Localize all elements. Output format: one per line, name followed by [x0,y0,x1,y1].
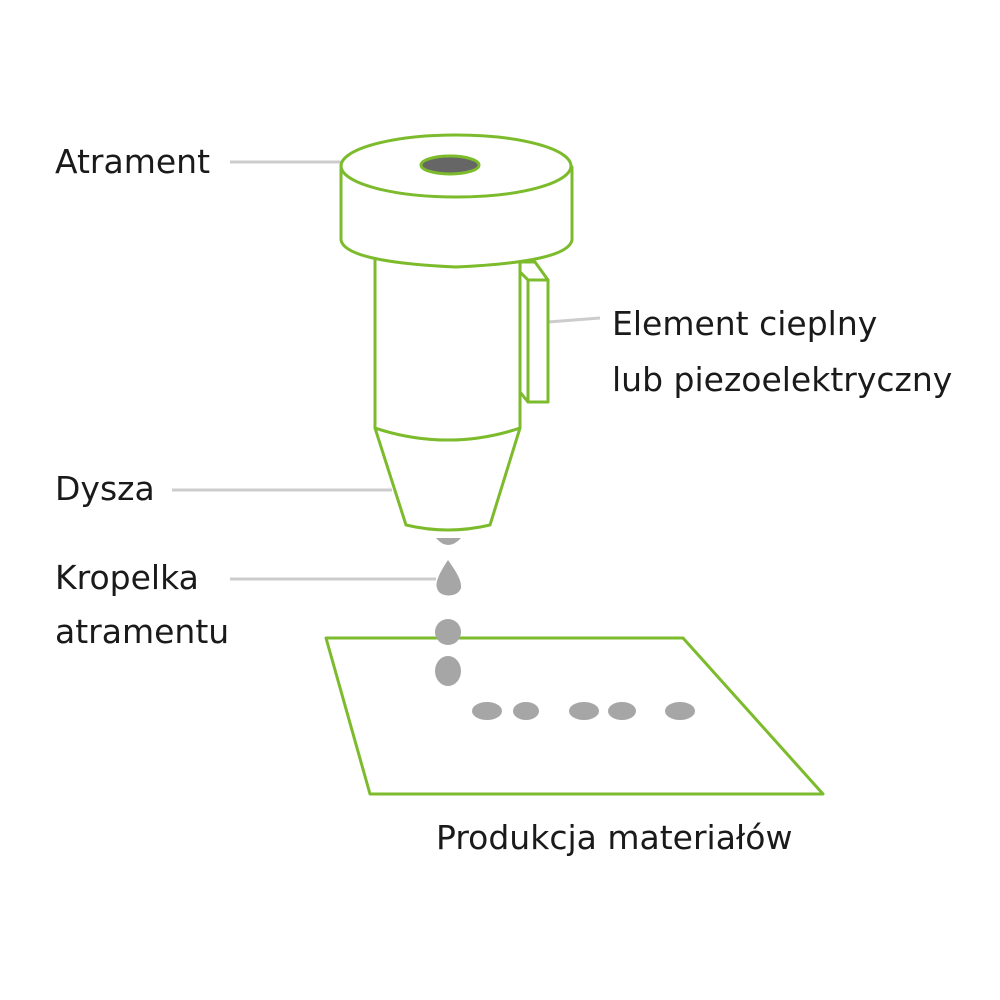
deposited-dot [608,702,636,720]
ink-hole [419,154,481,176]
droplet-forming [436,538,461,545]
nozzle-cone [373,426,522,532]
label-droplet-line1: Kropelka [55,558,199,597]
print-head-body [373,256,522,442]
droplet-falling-1 [436,560,462,596]
deposited-dot [472,702,502,720]
label-droplet-line2: atramentu [55,612,230,651]
piezo-element [526,278,550,404]
droplet-falling-3 [435,656,461,686]
deposited-dot [569,702,599,720]
label-substrate: Produkcja materiałów [436,818,793,857]
label-heater-line2: lub piezoelektryczny [612,360,953,399]
leader-heater [547,316,601,324]
label-heater-line1: Element cieplny [612,304,878,343]
deposited-dot [513,702,539,720]
label-ink: Atrament [55,142,211,181]
label-nozzle: Dysza [55,469,155,508]
deposited-dot [665,702,695,720]
droplet-falling-2 [435,619,461,645]
